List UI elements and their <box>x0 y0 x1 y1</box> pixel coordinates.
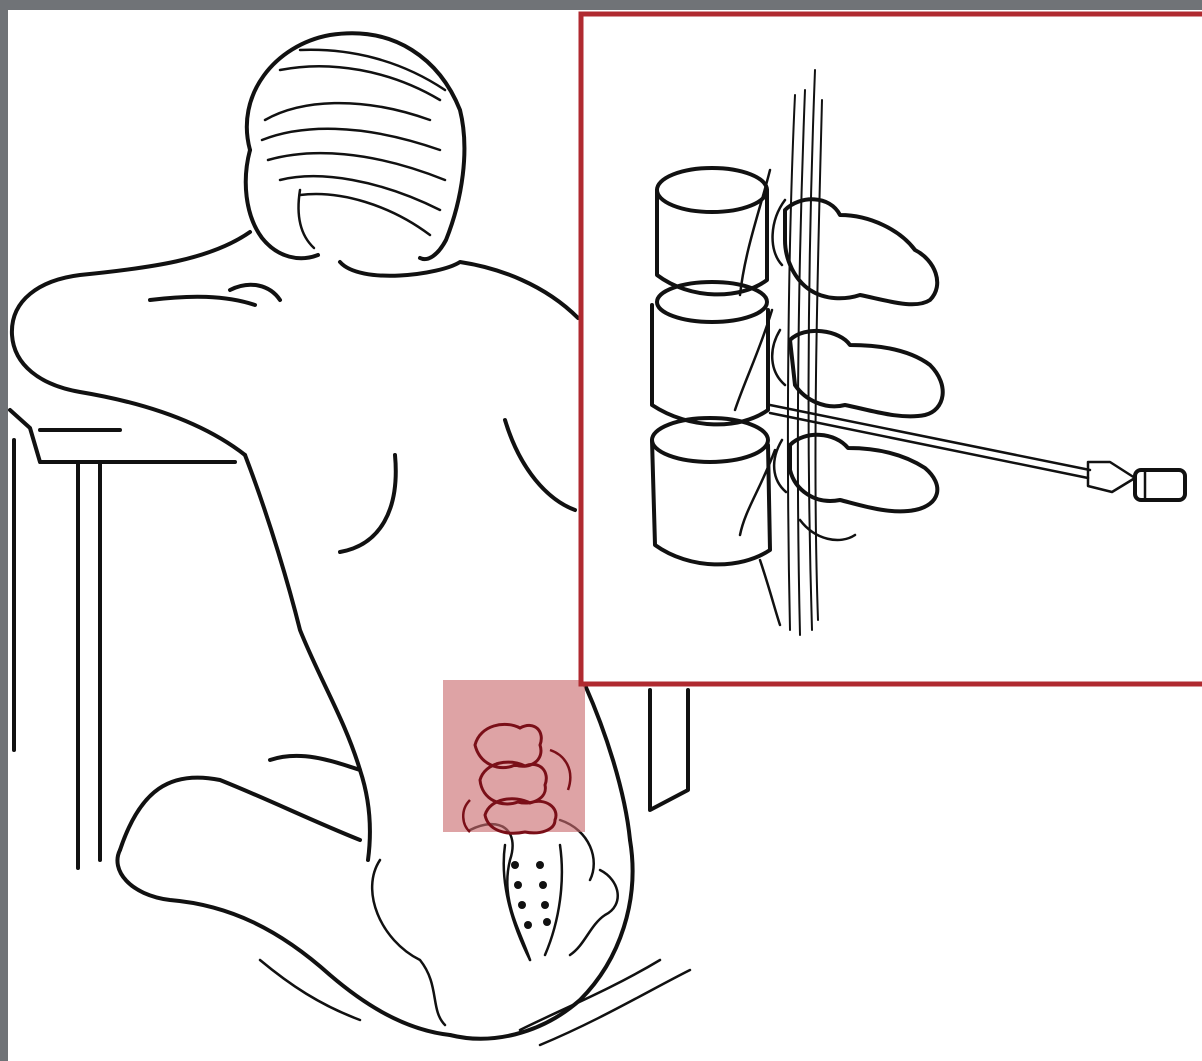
lumbar-spine-inset <box>581 14 1202 684</box>
